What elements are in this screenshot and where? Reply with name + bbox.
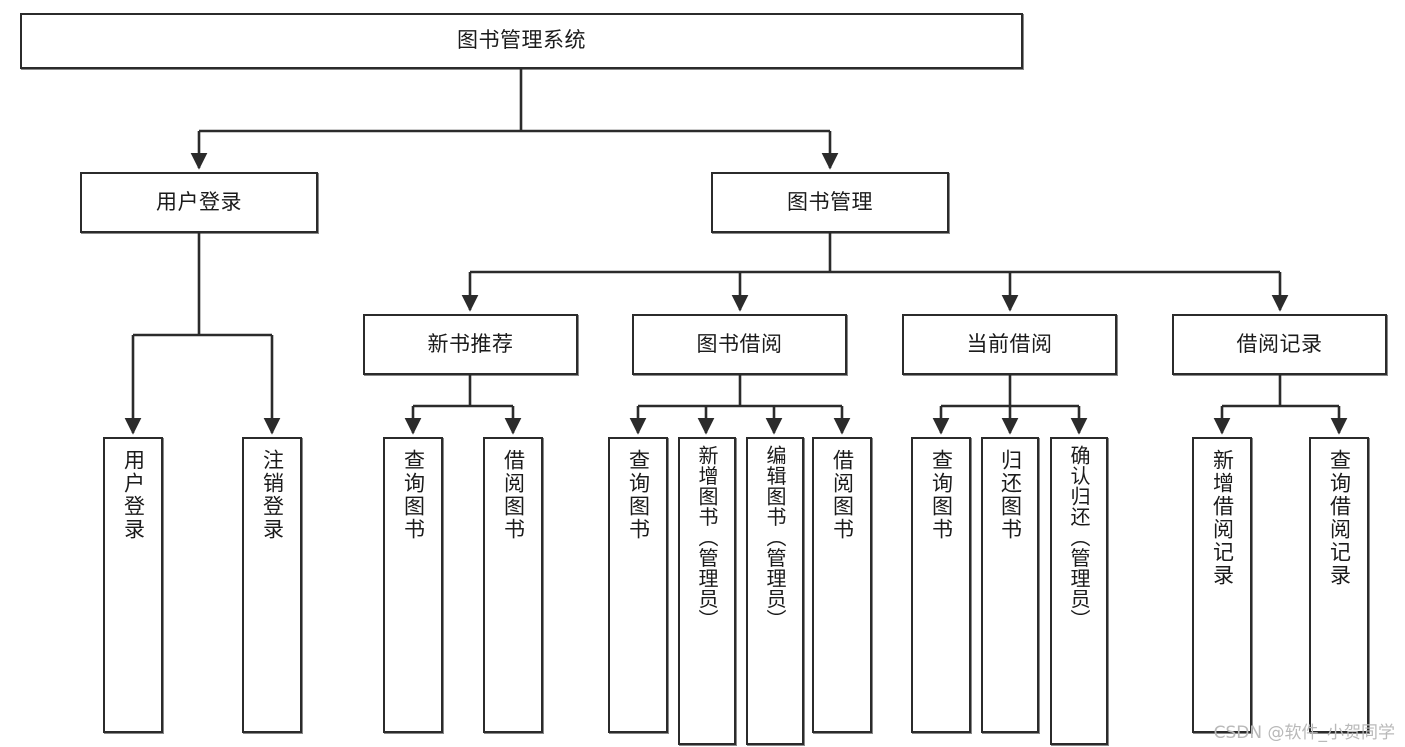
node-leaf-add-borrow-record[interactable]: 新增借阅记录 [1192,437,1252,733]
node-leaf-edit-book[interactable]: 编辑图书（管理员） [746,437,804,745]
node-leaf-query-book-borrow[interactable]: 查询图书 [608,437,668,733]
node-current-borrow[interactable]: 当前借阅 [902,314,1117,375]
node-borrow-record[interactable]: 借阅记录 [1172,314,1387,375]
node-leaf-confirm-return[interactable]: 确认归还（管理员） [1050,437,1108,745]
node-label: 图书借阅 [696,331,783,356]
node-label: 新书推荐 [427,331,514,356]
node-leaf-add-book[interactable]: 新增图书（管理员） [678,437,736,745]
node-new-book-recommend[interactable]: 新书推荐 [363,314,578,375]
node-leaf-query-borrow-record[interactable]: 查询借阅记录 [1309,437,1369,733]
node-label: 当前借阅 [966,331,1053,356]
node-book-borrow[interactable]: 图书借阅 [632,314,847,375]
node-label: 查询借阅记录 [1327,449,1352,587]
node-leaf-user-logout[interactable]: 注销登录 [242,437,302,733]
node-label: 注销登录 [260,449,285,541]
node-label: 借阅图书 [501,449,526,541]
node-label: 确认归还（管理员） [1067,445,1091,630]
node-label: 新增图书（管理员） [695,445,719,630]
node-label: 查询图书 [626,449,651,541]
node-label: 查询图书 [929,449,954,541]
node-label: 借阅图书 [830,449,855,541]
node-label: 用户登录 [156,189,242,214]
node-leaf-borrow-book[interactable]: 借阅图书 [812,437,872,733]
node-label: 图书管理系统 [457,28,586,53]
node-leaf-user-login[interactable]: 用户登录 [103,437,163,733]
csdn-watermark: CSDN @软件_小贺同学 [1213,723,1395,743]
node-label: 查询图书 [401,449,426,541]
node-root-book-management-system[interactable]: 图书管理系统 [20,13,1023,69]
node-label: 编辑图书（管理员） [763,445,787,630]
node-leaf-query-book-current[interactable]: 查询图书 [911,437,971,733]
node-leaf-borrow-book-recommend[interactable]: 借阅图书 [483,437,543,733]
node-label: 用户登录 [121,449,146,541]
node-label: 借阅记录 [1236,331,1323,356]
node-label: 新增借阅记录 [1210,449,1235,587]
node-book-manage[interactable]: 图书管理 [711,172,949,233]
node-user-login[interactable]: 用户登录 [80,172,318,233]
node-leaf-return-book[interactable]: 归还图书 [981,437,1039,733]
node-label: 归还图书 [998,449,1023,541]
node-leaf-query-book-recommend[interactable]: 查询图书 [383,437,443,733]
node-label: 图书管理 [787,189,873,214]
